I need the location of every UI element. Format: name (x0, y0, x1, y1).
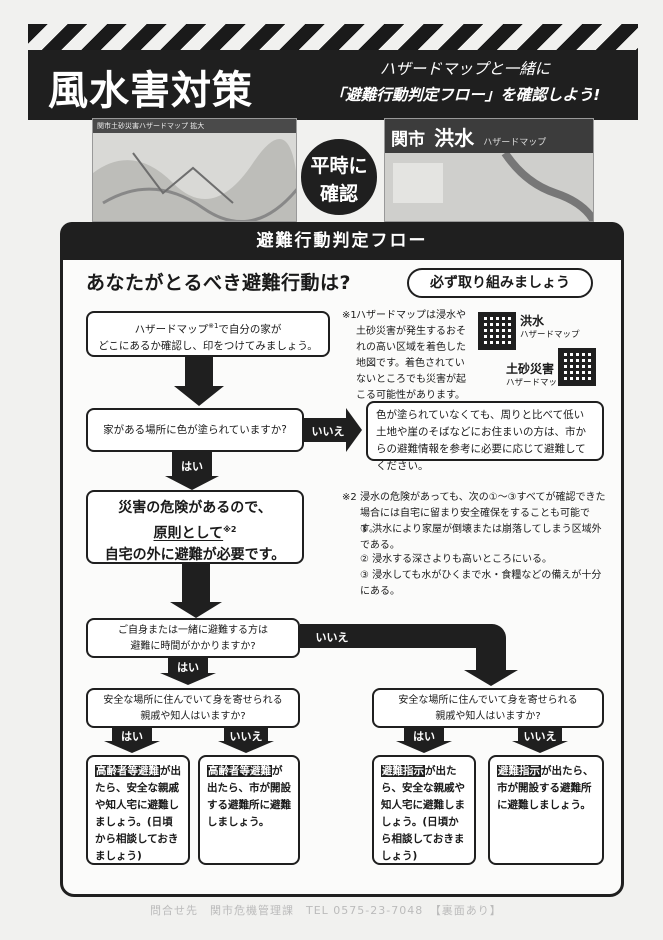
arrow-right-2 (300, 624, 478, 648)
qr1-label: 洪水 (520, 314, 545, 328)
step1-sup: ※1 (208, 322, 219, 330)
result1-highlight: 高齢者等避難 (95, 765, 160, 777)
q2-line2: 避難に時間がかかりますか? (130, 641, 256, 652)
q3-left-line1: 安全な場所に住んでいて身を寄せられる (103, 695, 283, 706)
q3-left-box: 安全な場所に住んでいて身を寄せられる 親戚や知人はいますか? (86, 688, 300, 728)
arrow-r-no-head (512, 741, 568, 753)
q3-left-yes: はい (121, 730, 143, 743)
step1-box: ハザードマップ※1で自分の家が どこにあるか確認し、印をつけてみましょう。 (86, 311, 330, 357)
q2-line1: ご自身または一緒に避難する方は (118, 625, 268, 636)
arrow-down-2 (172, 452, 212, 478)
map-left-caption: 関市土砂災害ハザードマップ 拡大 (97, 122, 205, 130)
note2-text: 浸水の危険があっても、次の①〜③すべてが確認できた場合には自宅に留まり安全確保を… (360, 492, 606, 535)
map-right-river (393, 150, 593, 221)
step1-text-a: ハザードマップ (134, 323, 209, 336)
result2-text: が出たら、市が開設する避難所に避難しましょう。 (207, 765, 291, 828)
q2-no-label: いいえ (315, 631, 349, 644)
header-subtitle: ハザードマップと一緒に 「避難行動判定フロー」を確認しよう! (300, 56, 630, 108)
arrow-down-2-head (165, 476, 219, 490)
header-stripes (28, 24, 638, 50)
flow-question: あなたがとるべき避難行動は? (86, 272, 352, 294)
danger-sup: ※2 (223, 525, 237, 534)
arrow-right-2-down (476, 640, 506, 672)
q3-right-no: いいえ (523, 730, 557, 743)
flood-map-image: 関市 洪水 ハザードマップ (384, 118, 594, 222)
danger-line3: 自宅の外に避難が必要です。 (104, 546, 286, 563)
q3-right-box: 安全な場所に住んでいて身を寄せられる 親戚や知人はいますか? (372, 688, 604, 728)
arrow-r-no (518, 728, 562, 742)
note2-mark: ※2 (342, 492, 357, 503)
arrow-down-3-head (170, 602, 222, 618)
step1-text-c: どこにあるか確認し、印をつけてみましょう。 (98, 339, 318, 352)
note2-item3: ③ 浸水しても水がひくまで水・食糧などの備えが十分にある。 (360, 570, 602, 597)
qr-landslide-icon (558, 348, 596, 386)
arrow-right-1 (304, 418, 348, 442)
subtitle-line1: ハザードマップと一緒に (379, 60, 551, 78)
arrow-right-1-head (346, 408, 362, 452)
arrow-l-yes (112, 728, 152, 742)
arrow-down-4 (168, 658, 208, 674)
note2-item1: ① 洪水により家屋が倒壊または崩落してしまう区域外である。 (360, 524, 602, 551)
qr1-sub: ハザードマップ (520, 330, 580, 340)
arrow-l-no (224, 728, 268, 742)
result3-text: が出たら、安全な親戚や知人宅に避難しましょう。(日頃から相談しておきましょう) (381, 765, 465, 862)
result1-text: が出たら、安全な親戚や知人宅に避難しましょう。(日頃から相談しておきましょう) (95, 765, 181, 862)
footer-contact: 問合せ先 関市危機管理課 TEL 0575-23-7048 【裏面あり】 (150, 904, 502, 917)
q1-yes-label: はい (181, 460, 203, 473)
note2-item2: ② 浸水する深さよりも高いところにいる。 (360, 554, 552, 565)
arrow-l-yes-head (104, 741, 160, 753)
arrow-r-yes-head (396, 741, 452, 753)
no-result-box: 色が塗られていなくても、周りと比べて低い土地や崖のそばなどにお住まいの方は、市か… (366, 401, 604, 472)
q2-box: ご自身または一緒に避難する方は 避難に時間がかかりますか? (86, 618, 300, 658)
result2-box: 高齢者等避難が出たら、市が開設する避難所に避難しましょう。 (198, 755, 300, 865)
result4-text: が出たら、市が開設する避難所に避難しましょう。 (497, 765, 594, 811)
landslide-map-image: 関市土砂災害ハザードマップ 拡大 (92, 118, 297, 222)
result2-highlight: 高齢者等避難 (207, 765, 272, 777)
q3-right-line2: 親戚や知人はいますか? (435, 711, 541, 722)
q3-right-yes: はい (413, 730, 435, 743)
must-do-pill: 必ず取り組みましょう (407, 268, 593, 298)
q2-yes-label: はい (177, 661, 199, 674)
map-right-label: ハザードマップ (483, 138, 547, 148)
arrow-down-3 (182, 564, 210, 604)
qr2-sub: ハザードマップ (506, 378, 566, 388)
badge-line1: 平時に (310, 155, 368, 177)
result4-highlight: 避難指示 (497, 765, 541, 777)
danger-line2: 原則として (153, 525, 224, 542)
arrow-down-1 (185, 357, 213, 387)
arrow-r-yes (404, 728, 444, 742)
result1-box: 高齢者等避難が出たら、安全な親戚や知人宅に避難しましょう。(日頃から相談しておき… (86, 755, 190, 865)
map-right-title: 関市 (391, 130, 425, 150)
map-left-terrain (93, 139, 296, 221)
result3-highlight: 避難指示 (381, 765, 425, 777)
result3-box: 避難指示が出たら、安全な親戚や知人宅に避難しましょう。(日頃から相談しておきまし… (372, 755, 476, 865)
arrow-l-no-head (218, 741, 274, 753)
check-badge: 平時に 確認 (298, 136, 380, 218)
note1-mark: ※1 (342, 310, 357, 321)
q3-left-line2: 親戚や知人はいますか? (140, 711, 246, 722)
result4-box: 避難指示が出たら、市が開設する避難所に避難しましょう。 (488, 755, 604, 865)
q1-box: 家がある場所に色が塗られていますか? (86, 408, 304, 452)
badge-line2: 確認 (319, 183, 358, 205)
q3-right-line1: 安全な場所に住んでいて身を寄せられる (398, 695, 578, 706)
danger-box: 災害の危険があるので、 原則として※2 自宅の外に避難が必要です。 (86, 490, 304, 564)
q3-left-no: いいえ (229, 730, 263, 743)
qr2-label: 土砂災害 (506, 362, 555, 376)
danger-line1: 災害の危険があるので、 (118, 500, 272, 516)
header-bar (28, 50, 638, 120)
subtitle-line2: 「避難行動判定フロー」を確認しよう! (329, 86, 601, 104)
q1-no-label: いいえ (311, 425, 345, 438)
arrow-right-2-head (464, 670, 518, 686)
arrow-down-1-head (174, 386, 224, 406)
panel-title: 避難行動判定フロー (60, 222, 624, 260)
arrow-down-4-head (160, 673, 216, 685)
qr-flood-icon (478, 312, 516, 350)
page-title: 風水害対策 (48, 68, 253, 114)
note1-text: ハザードマップは浸水や土砂災害が発生するおそれの高い区域を着色した地図です。着色… (356, 310, 466, 401)
map-right-sub: 洪水 (434, 126, 475, 150)
step1-text-b: で自分の家が (218, 323, 282, 336)
